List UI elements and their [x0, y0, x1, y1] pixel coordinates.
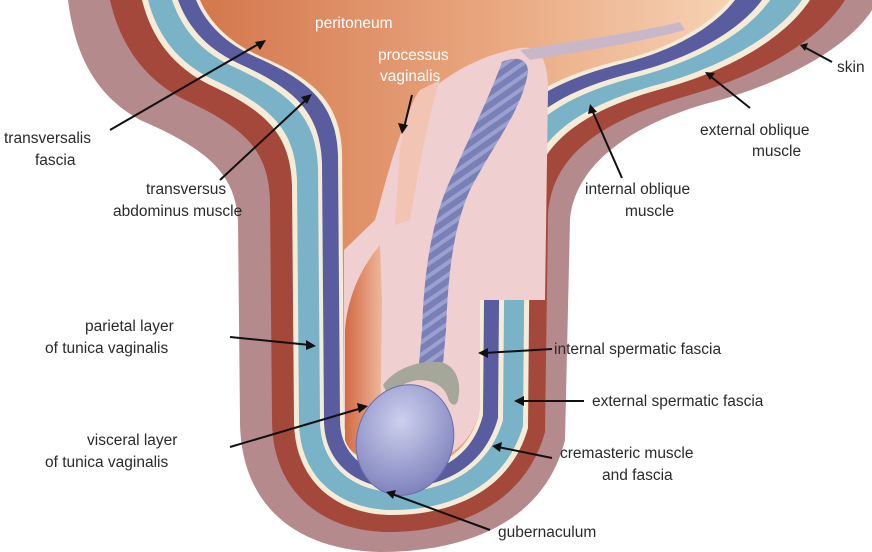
label-peritoneum: peritoneum	[315, 15, 393, 32]
label-external-oblique-2: muscle	[752, 143, 801, 160]
label-processus-vaginalis-2: vaginalis	[380, 68, 441, 85]
label-processus-vaginalis-1: processus	[378, 47, 449, 64]
label-visceral-1: visceral layer	[87, 432, 177, 449]
label-transversus-2: abdominus muscle	[113, 203, 242, 220]
label-internal-oblique-1: internal oblique	[585, 181, 690, 198]
label-parietal-2: of tunica vaginalis	[45, 340, 168, 357]
label-internal-spermatic-fascia: internal spermatic fascia	[554, 341, 722, 358]
label-external-oblique-1: external oblique	[700, 122, 809, 139]
label-transversalis-1: transversalis	[4, 130, 91, 147]
label-skin: skin	[837, 59, 865, 76]
label-transversus-1: transversus	[146, 181, 226, 198]
label-internal-oblique-2: muscle	[625, 203, 674, 220]
label-visceral-2: of tunica vaginalis	[45, 454, 168, 471]
label-cremasteric-1: cremasteric muscle	[560, 445, 694, 462]
label-cremasteric-2: and fascia	[602, 467, 673, 484]
label-external-spermatic-fascia: external spermatic fascia	[592, 393, 764, 410]
label-parietal-1: parietal layer	[85, 318, 174, 335]
label-transversalis-2: fascia	[35, 152, 76, 169]
label-gubernaculum: gubernaculum	[498, 524, 596, 541]
